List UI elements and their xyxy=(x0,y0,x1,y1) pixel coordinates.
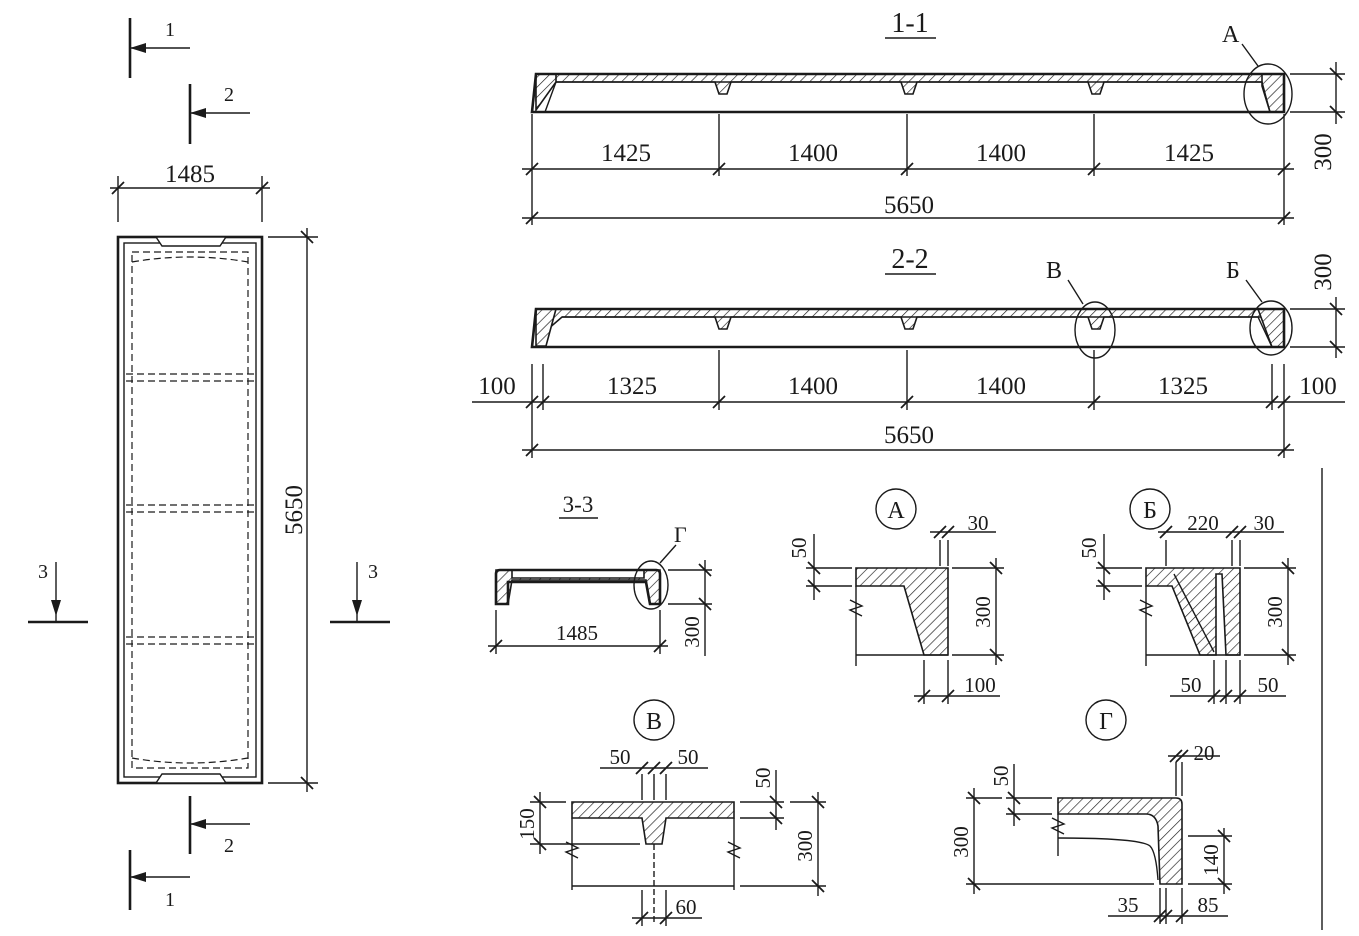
section-3-3-width: 1485 xyxy=(556,621,598,645)
cut-label-1-top: 1 xyxy=(165,19,175,41)
cut-label-2-top: 2 xyxy=(224,84,234,106)
section-3-3-height: 300 xyxy=(680,616,704,648)
detail-g-bottom-left: 35 xyxy=(1118,893,1139,917)
cut-marker-2-bottom: 2 xyxy=(188,796,250,857)
plan-length-label: 5650 xyxy=(281,485,308,535)
detail-g-label: Г xyxy=(1099,709,1113,735)
section-2-2-span-4: 1325 xyxy=(1158,373,1208,400)
plan-view: 1 2 1485 xyxy=(28,18,390,911)
cut-label-3-right: 3 xyxy=(368,561,378,583)
detail-a-bottom: 100 xyxy=(964,673,996,697)
section-2-2-total: 5650 xyxy=(884,422,934,449)
detail-b-height: 300 xyxy=(1263,596,1287,628)
section-1-1-span-3: 1400 xyxy=(976,140,1026,167)
detail-a-marker xyxy=(875,488,917,530)
detail-g-lower: 140 xyxy=(1199,844,1223,876)
detail-v-height: 300 xyxy=(793,830,817,862)
detail-b-bottom-left: 50 xyxy=(1181,673,1202,697)
cut-marker-3-right: 3 xyxy=(330,561,390,624)
cut-marker-3-left: 3 xyxy=(28,561,88,624)
detail-b-top: 30 xyxy=(1254,511,1275,535)
detail-a-height: 300 xyxy=(971,596,995,628)
plan-width-label: 1485 xyxy=(165,161,215,188)
section-3-3: 3-3 Г 300 1485 xyxy=(488,492,712,656)
detail-a-label: А xyxy=(887,498,905,524)
detail-v-rib: 150 xyxy=(515,808,539,840)
section-1-1-height: 300 xyxy=(1310,133,1337,171)
section-2-2-callout-v: В xyxy=(1046,258,1062,284)
detail-a-top: 30 xyxy=(968,511,989,535)
section-2-2-edge-left: 100 xyxy=(478,373,516,400)
detail-b-marker xyxy=(1129,488,1171,530)
detail-b-bottom-right: 50 xyxy=(1258,673,1279,697)
detail-v: В 50 50 50 300 xyxy=(515,699,826,926)
detail-g: Г 20 50 300 140 xyxy=(949,699,1232,924)
section-2-2-callout-b: Б xyxy=(1226,258,1240,284)
section-3-3-callout-g: Г xyxy=(674,522,687,547)
detail-b-flange: 50 xyxy=(1077,538,1101,559)
detail-b: Б 220 30 50 300 xyxy=(1077,488,1296,704)
detail-g-flange: 50 xyxy=(989,766,1013,787)
plan-outline xyxy=(116,235,264,785)
section-1-1-span-4: 1425 xyxy=(1164,140,1214,167)
cut-marker-1-bottom: 1 xyxy=(128,850,190,911)
detail-g-marker xyxy=(1085,699,1127,741)
detail-v-top-right: 50 xyxy=(678,745,699,769)
section-2-2-edge-right: 100 xyxy=(1299,373,1337,400)
detail-v-flange: 50 xyxy=(751,768,775,789)
section-2-2-span-3: 1400 xyxy=(976,373,1026,400)
detail-g-top: 20 xyxy=(1194,741,1215,765)
section-2-2: 2-2 В Б 300 100 1325 xyxy=(472,244,1345,458)
detail-b-label: Б xyxy=(1143,498,1157,524)
detail-g-height: 300 xyxy=(949,826,973,858)
cut-label-3-left: 3 xyxy=(38,561,48,583)
cut-label-2-bottom: 2 xyxy=(224,835,234,857)
section-2-2-span-2: 1400 xyxy=(788,373,838,400)
detail-v-bottom: 60 xyxy=(676,895,697,919)
section-1-1: 1-1 А 300 1425 1400 1400 1425 xyxy=(522,8,1345,225)
detail-v-label: В xyxy=(646,709,662,735)
detail-b-top-wide: 220 xyxy=(1187,511,1219,535)
cut-marker-2-top: 2 xyxy=(188,84,250,144)
section-2-2-title: 2-2 xyxy=(891,244,928,275)
section-1-1-total: 5650 xyxy=(884,192,934,219)
plan-length-dimension: 5650 xyxy=(268,228,318,792)
section-2-2-height: 300 xyxy=(1310,253,1337,291)
detail-v-marker xyxy=(633,699,675,741)
section-1-1-callout-a: А xyxy=(1222,22,1240,48)
detail-v-top-left: 50 xyxy=(610,745,631,769)
section-2-2-span-1: 1325 xyxy=(607,373,657,400)
section-1-1-span-1: 1425 xyxy=(601,140,651,167)
section-3-3-title: 3-3 xyxy=(563,492,594,517)
detail-a-flange: 50 xyxy=(787,538,811,559)
detail-g-bottom-right: 85 xyxy=(1198,893,1219,917)
cut-label-1-bottom: 1 xyxy=(165,889,175,911)
section-1-1-title: 1-1 xyxy=(891,8,928,39)
plan-width-dimension: 1485 xyxy=(110,161,270,222)
cut-marker-1-top: 1 xyxy=(128,18,190,78)
detail-a: А 30 50 300 100 xyxy=(787,488,1004,704)
section-1-1-span-2: 1400 xyxy=(788,140,838,167)
